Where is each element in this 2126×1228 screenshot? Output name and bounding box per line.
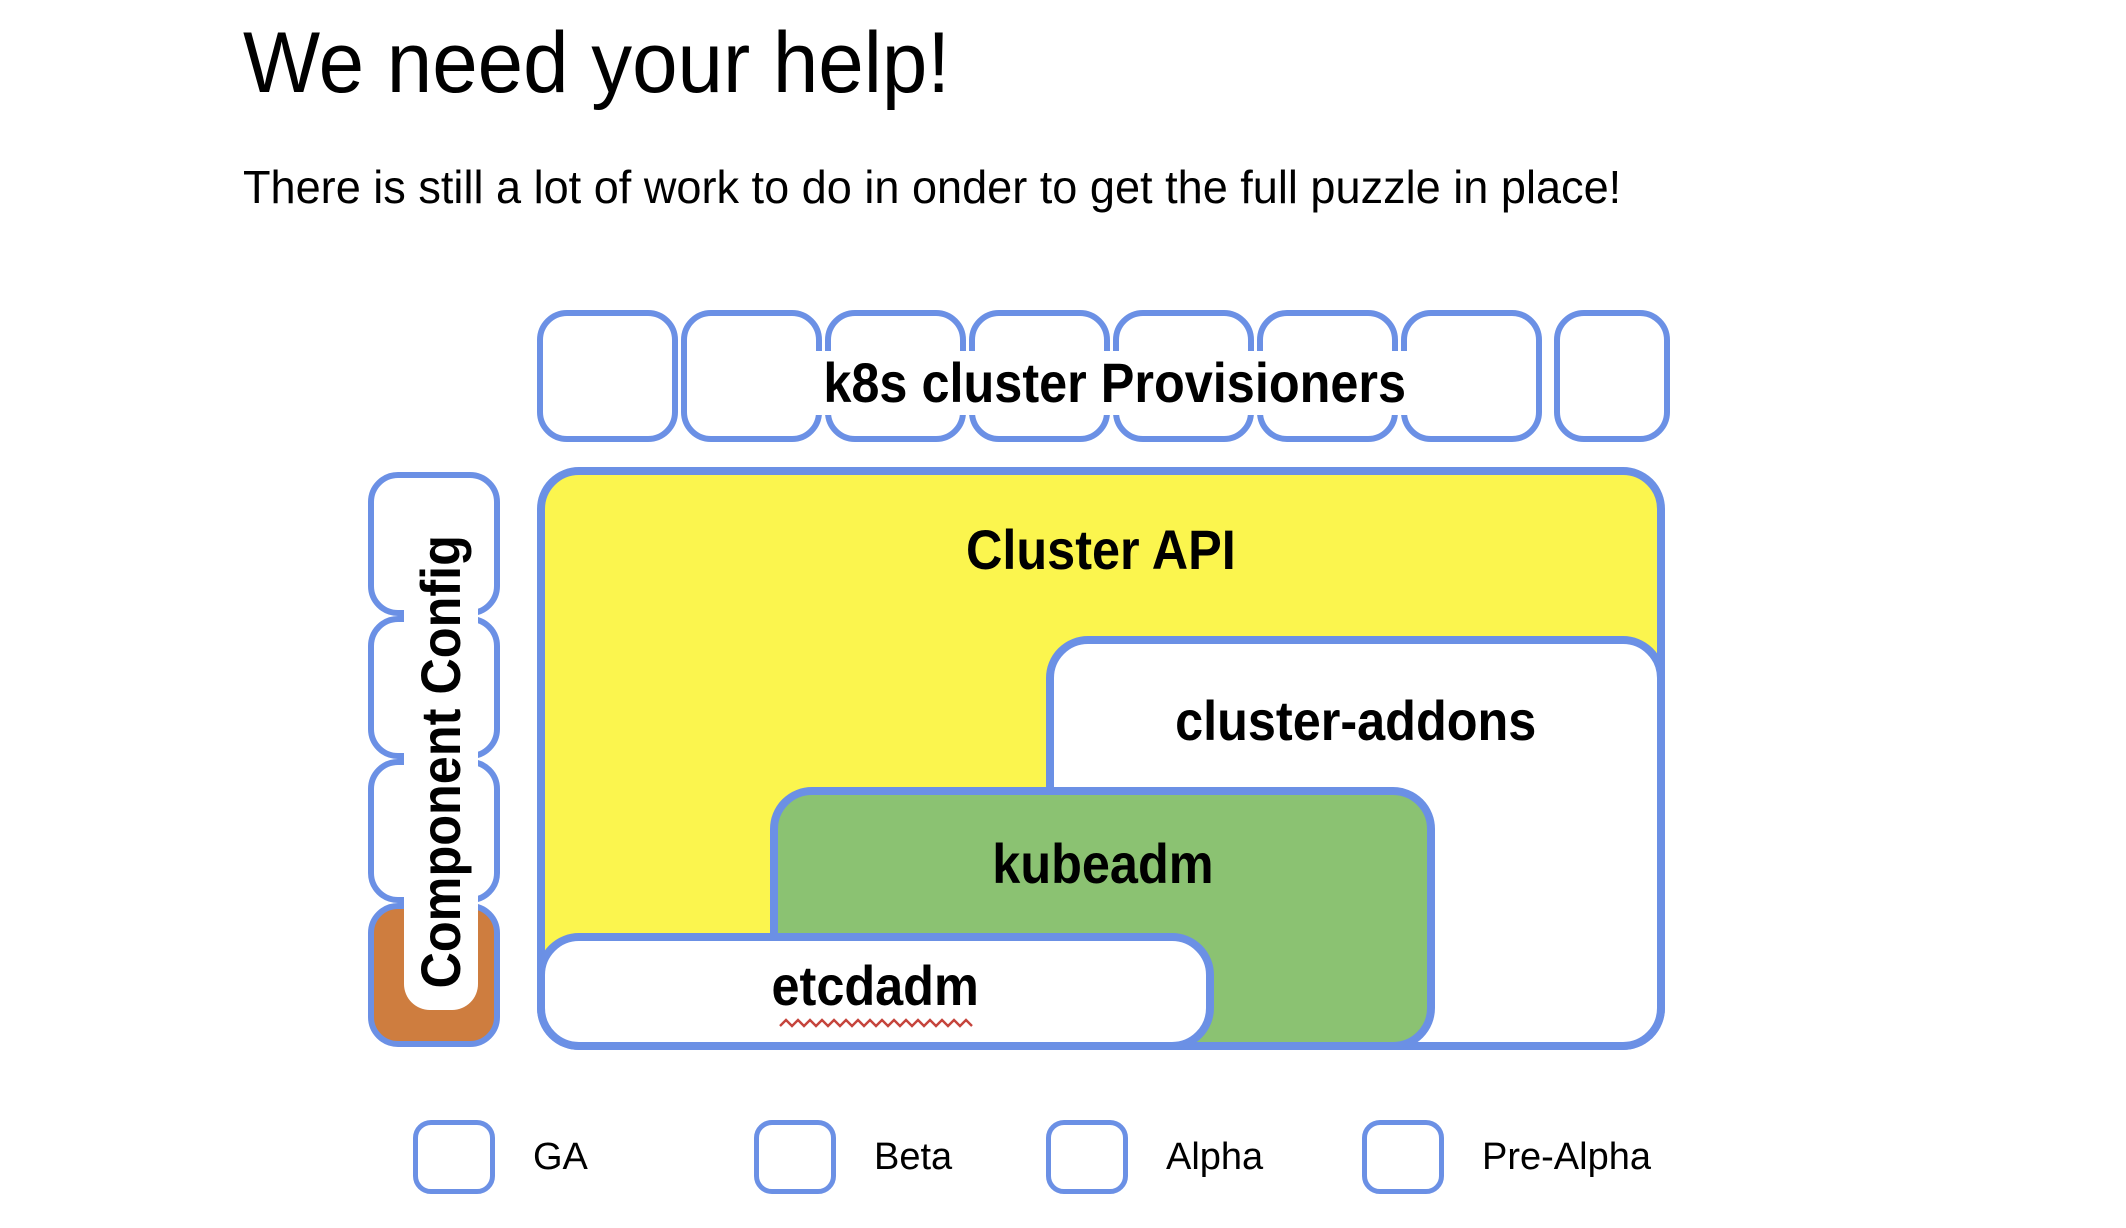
provisioners-label: k8s cluster Provisioners bbox=[823, 351, 1407, 415]
legend-label-ga: GA bbox=[533, 1135, 588, 1178]
provisioner-tile-1 bbox=[537, 310, 678, 442]
legend-swatch-alpha bbox=[1046, 1120, 1128, 1194]
cluster-addons-label: cluster-addons bbox=[1174, 689, 1537, 752]
legend-swatch-pre-alpha bbox=[1362, 1120, 1444, 1194]
legend-item-pre-alpha: Pre-Alpha bbox=[1362, 1120, 1651, 1194]
page-title: We need your help! bbox=[243, 15, 951, 111]
kubeadm-label: kubeadm bbox=[991, 832, 1214, 895]
cluster-api-label: Cluster API bbox=[966, 518, 1236, 581]
page-subtitle: There is still a lot of work to do in on… bbox=[243, 161, 1622, 213]
legend-label-alpha: Alpha bbox=[1166, 1135, 1264, 1178]
legend-item-alpha: Alpha bbox=[1046, 1120, 1263, 1194]
legend-swatch-ga bbox=[413, 1120, 495, 1194]
component-config-label: Component Config bbox=[409, 535, 473, 989]
provisioners-label-box: k8s cluster Provisioners bbox=[740, 351, 1490, 415]
spellcheck-squiggle-icon bbox=[778, 1018, 973, 1028]
legend-label-pre-alpha: Pre-Alpha bbox=[1482, 1135, 1651, 1178]
legend-label-beta: Beta bbox=[874, 1135, 953, 1178]
provisioner-tile-8 bbox=[1554, 310, 1670, 442]
legend-item-beta: Beta bbox=[754, 1120, 952, 1194]
legend-swatch-beta bbox=[754, 1120, 836, 1194]
etcdadm-label: etcdadm bbox=[771, 954, 980, 1018]
legend-item-ga: GA bbox=[413, 1120, 588, 1194]
etcdadm-box: etcdadm bbox=[537, 933, 1214, 1050]
component-config-label-box: Component Config bbox=[404, 514, 478, 1010]
